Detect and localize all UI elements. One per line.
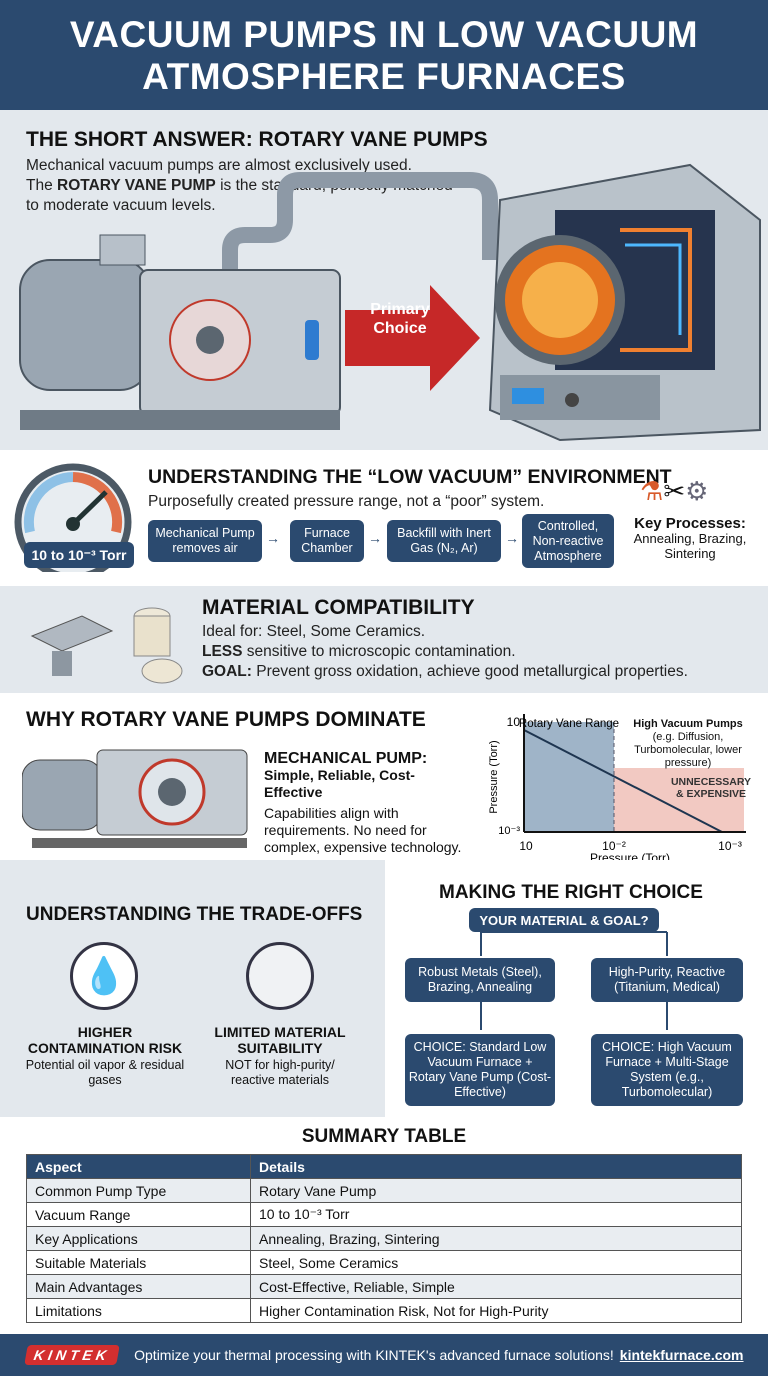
high-vacuum-label-bg xyxy=(614,722,744,768)
dominate-section: WHY ROTARY VANE PUMPS DOMINATE MECHANICA… xyxy=(0,696,768,862)
y-tick-bottom: 10⁻³ xyxy=(498,825,520,837)
choice-low-vacuum: CHOICE: Standard Low Vacuum Furnace + Ro… xyxy=(405,1034,555,1106)
summary-title: SUMMARY TABLE xyxy=(301,1126,467,1147)
pressure-line xyxy=(523,729,723,833)
section-title: MAKING THE RIGHT CHOICE xyxy=(439,882,703,903)
footer-text: Optimize your thermal processing with KI… xyxy=(134,1347,614,1363)
cracked-surface-icon xyxy=(246,942,314,1010)
mechanical-pump-text: MECHANICAL PUMP: Simple, Reliable, Cost-… xyxy=(264,750,462,855)
text-line: to moderate vacuum levels. xyxy=(26,197,216,214)
short-answer-text: Mechanical vacuum pumps are almost exclu… xyxy=(26,156,486,216)
decision-connectors xyxy=(480,931,668,1030)
footer: KINTEK Optimize your thermal processing … xyxy=(0,1334,768,1376)
website-link[interactable]: kintekfurnace.com xyxy=(619,1347,744,1363)
rotary-pump-icon xyxy=(19,234,341,430)
page-header: VACUUM PUMPS IN LOW VACUUM ATMOSPHERE FU… xyxy=(0,0,768,110)
gauge-range-label: 10 to 10⁻³ Torr xyxy=(24,542,134,568)
pump-furnace-illustration xyxy=(19,163,761,442)
tradeoffs-section: UNDERSTANDING THE TRADE-OFFS 💧 HIGHER CO… xyxy=(0,860,385,1117)
text-line: Mechanical vacuum pumps are almost exclu… xyxy=(26,157,412,174)
environment-section: 10 to 10⁻³ Torr UNDERSTANDING THE “LOW V… xyxy=(0,452,768,582)
primary-choice-label: Primary Choice xyxy=(370,301,430,337)
primary-choice-arrow xyxy=(345,285,480,391)
expensive-label: UNNECESSARY & EXPENSIVE xyxy=(670,776,752,800)
short-answer-section: THE SHORT ANSWER: ROTARY VANE PUMPS Mech… xyxy=(0,110,768,450)
section-title: MATERIAL COMPATIBILITY xyxy=(202,596,475,619)
gear-icon: ⚙ xyxy=(685,476,709,506)
choice-high-vacuum: CHOICE: High Vacuum Furnace + Multi-Stag… xyxy=(591,1034,743,1106)
rotary-range-label: Rotary Vane Range xyxy=(519,718,619,730)
flow-step-atmosphere: Controlled, Non-reactive Atmosphere xyxy=(522,514,614,568)
y-axis-label: Pressure (Torr) xyxy=(488,740,500,813)
tradeoff-contamination: HIGHER CONTAMINATION RISK Potential oil … xyxy=(25,1024,185,1087)
furnace-icon xyxy=(488,163,761,442)
flow-step-backfill: Backfill with Inert Gas (N₂, Ar) xyxy=(387,520,501,562)
y-tick-top: 10 xyxy=(507,715,521,729)
materials-text: Ideal for: Steel, Some Ceramics. LESS se… xyxy=(202,623,688,680)
choice-section: MAKING THE RIGHT CHOICE YOUR MATERIAL & … xyxy=(385,860,768,1117)
process-icons: ⚗✂⚙ xyxy=(640,476,708,507)
high-vacuum-label: High Vacuum Pumps(e.g. Diffusion, Turbom… xyxy=(633,718,743,769)
flow-arrow-icon: → xyxy=(505,530,519,546)
flow-step-chamber: Furnace Chamber xyxy=(290,520,364,562)
condition-high-purity: High-Purity, Reactive (Titanium, Medical… xyxy=(591,958,743,1002)
tradeoff-suitability: LIMITED MATERIAL SUITABILITY NOT for hig… xyxy=(214,1024,346,1087)
flow-step-pump: Mechanical Pump removes air xyxy=(148,520,262,562)
steel-ceramic-icon xyxy=(30,607,183,684)
mechanical-pump-icon xyxy=(22,749,248,848)
oil-drop-icon: 💧 xyxy=(70,942,138,1010)
section-subtitle: Purposefully created pressure range, not… xyxy=(148,493,545,510)
x-tick: 10 xyxy=(519,839,533,853)
expensive-region xyxy=(614,768,744,832)
condition-robust-metals: Robust Metals (Steel), Brazing, Annealin… xyxy=(405,958,555,1002)
key-processes: Key Processes:Annealing, Brazing, Sinter… xyxy=(633,515,747,561)
section-title: UNDERSTANDING THE “LOW VACUUM” ENVIRONME… xyxy=(148,466,672,488)
pressure-chart: 10 10⁻³ 10 10⁻² 10⁻³ Pressure (Torr) Pre… xyxy=(488,714,746,862)
x-tick: 10⁻² xyxy=(602,839,626,853)
rotary-range-region xyxy=(524,722,614,832)
column-header: Details xyxy=(250,1154,742,1179)
material-section: MATERIAL COMPATIBILITY Ideal for: Steel,… xyxy=(0,586,768,693)
section-title: WHY ROTARY VANE PUMPS DOMINATE xyxy=(26,708,426,731)
flow-arrow-icon: → xyxy=(368,530,382,546)
kintek-logo: KINTEK xyxy=(24,1345,120,1365)
x-axis-label: Pressure (Torr) xyxy=(590,851,670,862)
flask-icon: ⚗ xyxy=(640,476,664,506)
tools-icon: ✂ xyxy=(663,476,686,506)
choice-question: YOUR MATERIAL & GOAL? xyxy=(469,908,659,932)
x-tick: 10⁻³ xyxy=(718,839,742,853)
title-line-2: ATMOSPHERE FURNACES xyxy=(142,56,626,97)
column-header: Aspect xyxy=(26,1154,251,1179)
title-line-1: VACUUM PUMPS IN LOW VACUUM xyxy=(69,14,699,55)
flow-arrow-icon: → xyxy=(266,530,280,546)
section-title: UNDERSTANDING THE TRADE-OFFS xyxy=(26,904,363,925)
section-title: THE SHORT ANSWER: ROTARY VANE PUMPS xyxy=(26,128,488,151)
